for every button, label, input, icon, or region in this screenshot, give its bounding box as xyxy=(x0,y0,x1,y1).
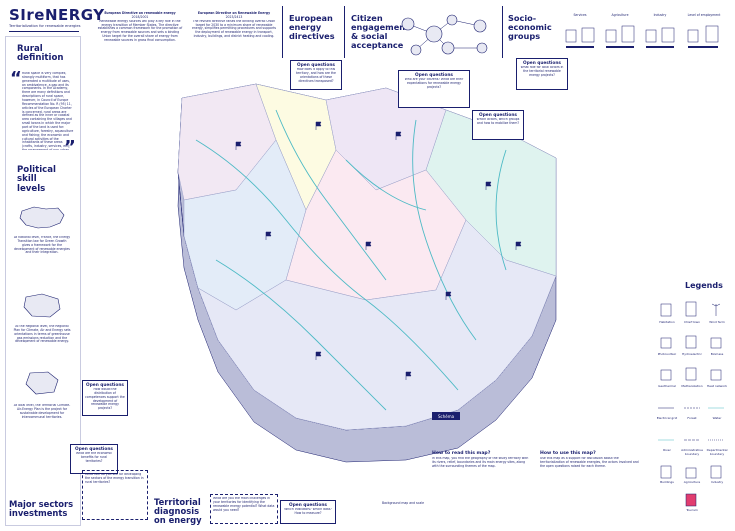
regional-map-icon xyxy=(23,293,61,318)
territorial-diagnosis-text: What are you the main challenges in your… xyxy=(210,494,278,524)
socio-icons xyxy=(565,25,719,48)
rivers xyxy=(195,109,507,411)
european-directives-heading: European energy directives xyxy=(289,13,335,41)
app-title: SIreNERGY xyxy=(9,6,105,24)
map-label-tag: Schéma xyxy=(432,412,460,420)
open-questions-citizen: Open questions Who are your citizens? Wh… xyxy=(398,70,470,108)
column-divider xyxy=(282,6,283,58)
citizen-network-diagram xyxy=(401,14,488,56)
open-questions-europe: Open questions How does it apply to this… xyxy=(290,60,342,90)
how-to-use: How to use this map? Use this map as a s… xyxy=(540,451,639,468)
political-levels-heading: Political skill levels xyxy=(17,165,56,194)
socio-column-label: Industry xyxy=(653,13,667,17)
open-questions-political: Open questions How would the distributio… xyxy=(82,380,128,416)
site-markers xyxy=(235,121,522,380)
socio-columns: Services Agriculture Industry Level of e… xyxy=(560,13,730,74)
open-questions-socio: Open questions What role for local actor… xyxy=(516,58,568,90)
legend-item: Habitation xyxy=(659,320,675,324)
legend-item: Wind farm xyxy=(709,320,725,324)
national-map-icon xyxy=(19,206,65,229)
legend-item: River xyxy=(663,448,671,452)
legends-heading: Legends xyxy=(685,281,723,290)
region-7 xyxy=(197,219,557,431)
citizen-engagement-heading: Citizen engagement & social acceptance xyxy=(351,13,410,50)
legend-item: Biomass xyxy=(710,352,724,356)
legends-panel: Habitation Chief town Wind farm Photovol… xyxy=(650,296,732,521)
open-quote-icon: “ xyxy=(10,68,22,89)
legend-item: Electrical grid xyxy=(656,416,678,420)
legend-item: Photovoltaic xyxy=(657,352,677,356)
legend-item: Administrative boundary xyxy=(681,448,703,456)
legend-item: Geothermal xyxy=(658,384,676,388)
territory-map xyxy=(177,83,557,463)
national-levels-text: At national level, France, the Energy Tr… xyxy=(13,236,71,255)
socio-column-label: Agriculture xyxy=(611,13,629,17)
legend-item: Industry xyxy=(710,480,724,484)
column-divider xyxy=(502,6,503,58)
local-levels-text: At local level, the Territorial Climate-… xyxy=(13,404,71,419)
rural-definition-text: Rural space is very complex, strongly mu… xyxy=(22,72,74,150)
major-sectors-text-box: What role do you see for developing the … xyxy=(82,470,148,520)
title-divider xyxy=(9,31,79,32)
left-sidebar xyxy=(5,36,81,526)
territorial-diagnosis-heading: Territorial diagnosis on energy xyxy=(154,497,202,526)
socio-column-label: Services xyxy=(573,13,587,17)
legend-item: Heat network xyxy=(706,384,728,388)
local-map-icon xyxy=(25,371,59,395)
legend-item: Buildings xyxy=(660,480,674,484)
how-to-read: How to read this map? In this map, you f… xyxy=(432,451,529,468)
legend-item: Water xyxy=(712,416,722,420)
open-questions-socio-2: Open questions Which actors, which group… xyxy=(472,110,524,140)
legend-item: Tourism xyxy=(686,508,698,512)
legend-item: Methanization xyxy=(681,384,703,388)
column-divider xyxy=(344,6,345,58)
open-questions-territory: Open questions Which indicators? Which d… xyxy=(280,500,336,524)
legend-item: Departmental boundary xyxy=(706,448,728,456)
background-map-label: Background map and scale xyxy=(381,501,425,505)
socio-economic-heading: Socio- economic groups xyxy=(508,13,552,41)
directive-block-2: European Directive on Renewable Energy 2… xyxy=(191,11,277,39)
legend-item: Forest xyxy=(687,416,697,420)
major-sectors-heading: Major sectors investments xyxy=(9,499,74,519)
legend-icons xyxy=(658,301,724,507)
app-subtitle: Territorialization for renewable energie… xyxy=(9,24,81,28)
regional-levels-text: At the Regional level, the Regional Plan… xyxy=(13,325,71,344)
legend-item: Agriculture xyxy=(683,480,701,484)
socio-column-label: Level of employment xyxy=(687,13,721,17)
directive-block-1: European Directive on renewable energy 2… xyxy=(97,11,183,43)
legend-item: Chief town xyxy=(683,320,701,324)
close-quote-icon: ” xyxy=(64,137,76,158)
legend-item: Hydroelectric xyxy=(681,352,702,356)
open-questions-sectors: Open questions What are the economic ben… xyxy=(70,444,118,474)
rural-definition-heading: Rural definition xyxy=(17,44,64,64)
